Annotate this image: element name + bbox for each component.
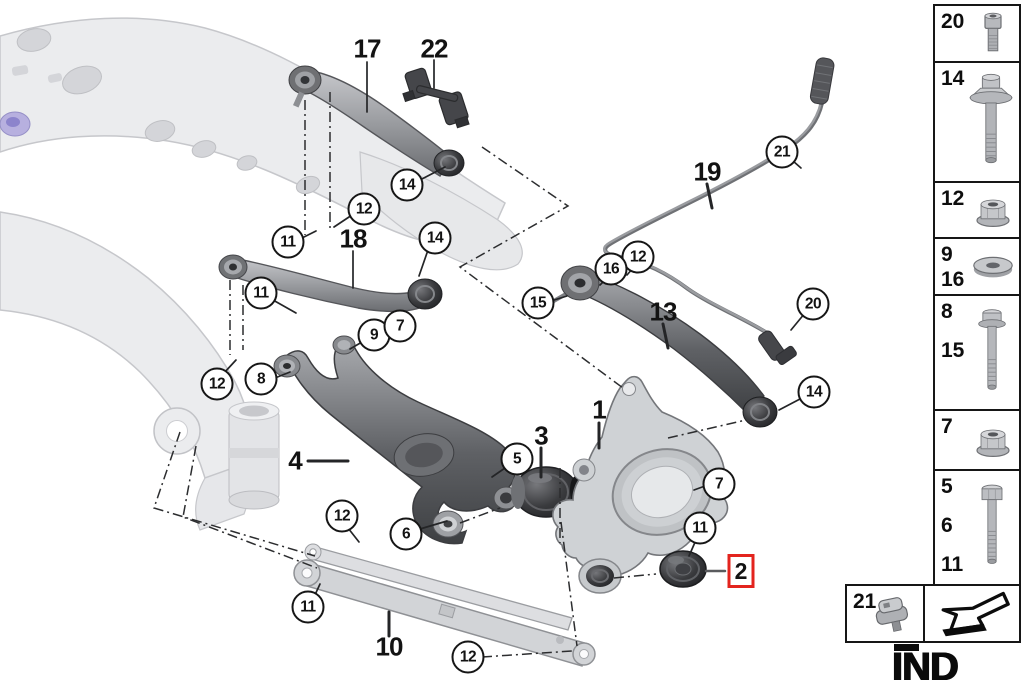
legend-box-7: 7: [933, 409, 1021, 471]
legend-number: 12: [941, 187, 965, 210]
bolt-with-washer-icon: [965, 67, 1017, 177]
legend-number: 20: [941, 10, 965, 33]
washer-icon: [969, 243, 1017, 290]
legend-number: 21: [853, 590, 877, 613]
legend-number: 14: [941, 67, 965, 90]
assembly-axis-lines: [153, 92, 747, 658]
legend-number: 5: [941, 475, 953, 498]
legend-number: 16: [941, 268, 965, 292]
legend-number: 8: [941, 300, 953, 323]
direction-arrow-icon: [928, 588, 1016, 639]
bushing-2: [659, 550, 707, 588]
socket-head-screw-icon: [969, 9, 1017, 58]
legend-box-arrow: [923, 584, 1021, 643]
cable-clip-icon: [867, 590, 921, 637]
legend-box-14: 14: [933, 61, 1021, 183]
push-rod-10: [293, 543, 596, 667]
bracket-22: [402, 67, 470, 129]
legend-box-20: 20: [933, 4, 1021, 63]
cable-connector: [809, 57, 835, 105]
legend-number: 9: [941, 243, 953, 266]
flange-nut-icon: [969, 415, 1017, 465]
logo-text: IND: [892, 645, 959, 683]
flange-nut-icon: [969, 187, 1017, 233]
logo-macron-bar: [894, 644, 919, 651]
legend-number: 11: [941, 553, 964, 577]
legend-number: 6: [941, 514, 953, 538]
upper-control-arm-17: [288, 65, 465, 177]
legend-box-5-6-11: 5 6 11: [933, 469, 1021, 586]
legend-number: 7: [941, 415, 953, 438]
camber-arm-18: [218, 254, 443, 313]
long-hex-bolt-icon: [967, 475, 1017, 580]
lower-control-arm-4: [273, 335, 519, 545]
legend-box-21: 21: [845, 584, 925, 643]
abs-sensor-20: [758, 330, 797, 365]
legend-box-8-15: 8 15: [933, 294, 1021, 411]
long-flange-bolt-icon: [967, 300, 1017, 405]
ind-logo: IND: [884, 643, 1022, 683]
legend-box-12: 12: [933, 181, 1021, 239]
trailing-arm-13: [551, 265, 778, 428]
legend-number: 15: [941, 339, 965, 363]
